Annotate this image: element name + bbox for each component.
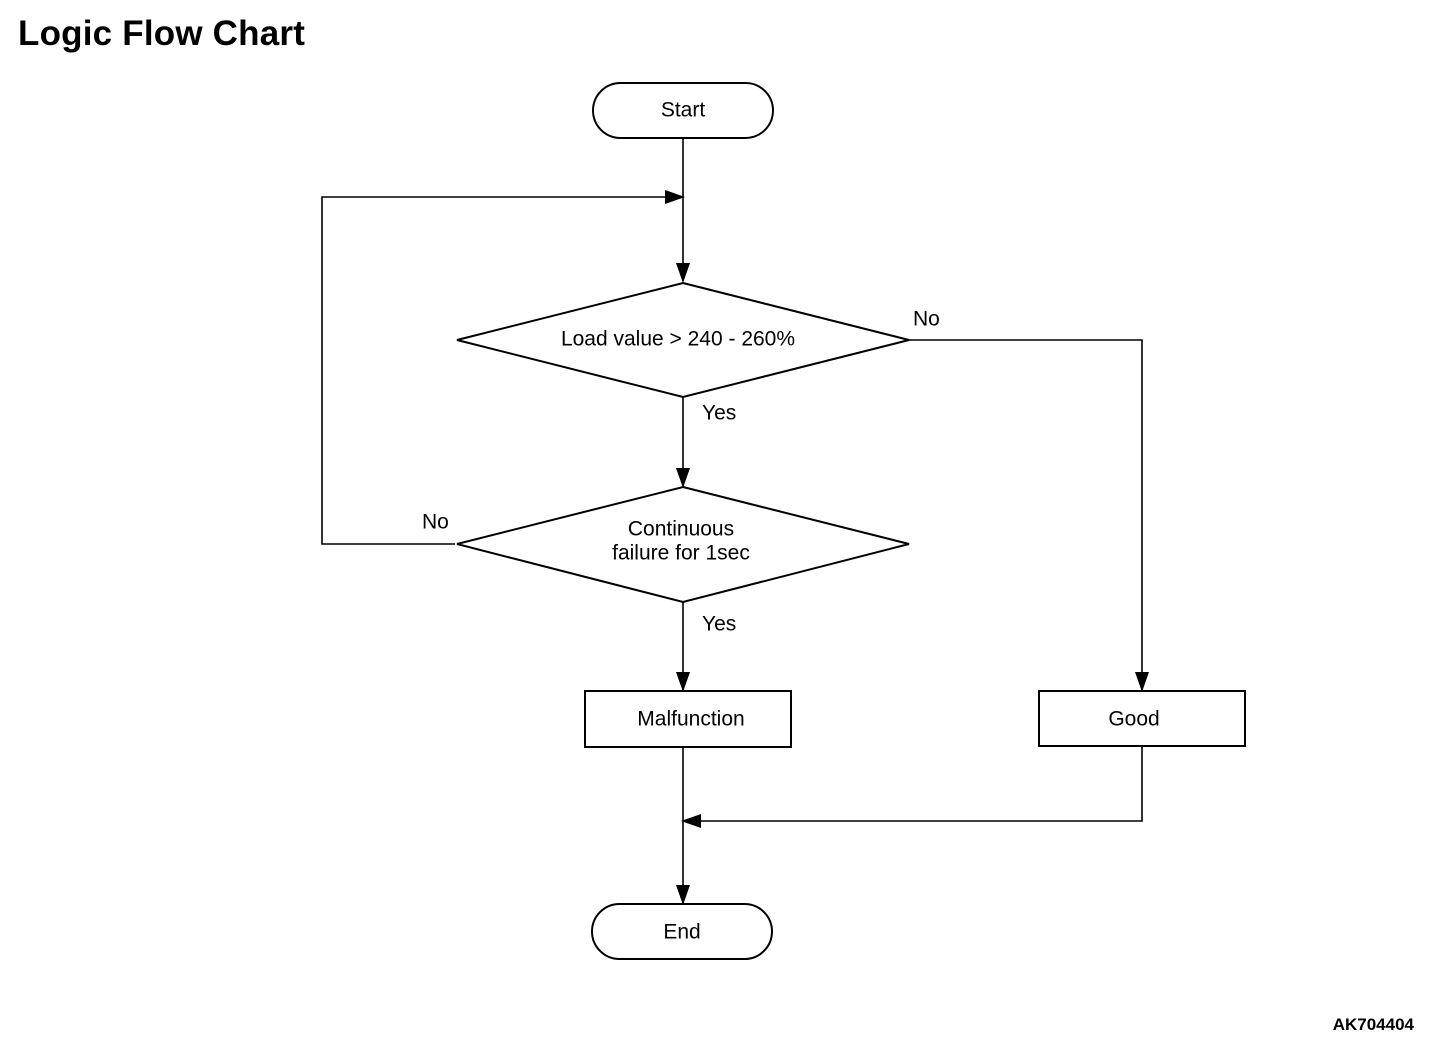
end-terminal: End xyxy=(591,903,773,960)
malfunction-label: Malfunction xyxy=(637,708,744,731)
edge-label-continuous-yes: Yes xyxy=(702,613,736,636)
page-title: Logic Flow Chart xyxy=(18,14,306,53)
edge-label-load-no: No xyxy=(913,308,940,331)
start-terminal: Start xyxy=(592,82,774,139)
connectors xyxy=(321,138,1149,905)
reference-code: AK704404 xyxy=(1332,1015,1414,1034)
connector-good-to-end xyxy=(681,746,1143,828)
continuous-failure-label-line1: Continuous xyxy=(628,518,734,541)
connector-load-no-to-good xyxy=(909,339,1149,692)
load-value-decision: Load value > 240 - 260% xyxy=(456,281,910,399)
malfunction-box: Malfunction xyxy=(584,690,792,748)
good-box: Good xyxy=(1038,690,1246,747)
continuous-failure-decision: Continuous failure for 1sec xyxy=(456,485,910,604)
continuous-failure-label-line2: failure for 1sec xyxy=(612,542,750,565)
good-label: Good xyxy=(1108,708,1159,731)
connector-continuous-no-loop-back xyxy=(321,190,685,545)
end-label: End xyxy=(663,921,700,944)
load-value-decision-label: Load value > 240 - 260% xyxy=(561,328,795,351)
edge-label-continuous-no: No xyxy=(422,511,449,534)
edge-label-load-yes: Yes xyxy=(702,402,736,425)
start-label: Start xyxy=(661,99,706,122)
